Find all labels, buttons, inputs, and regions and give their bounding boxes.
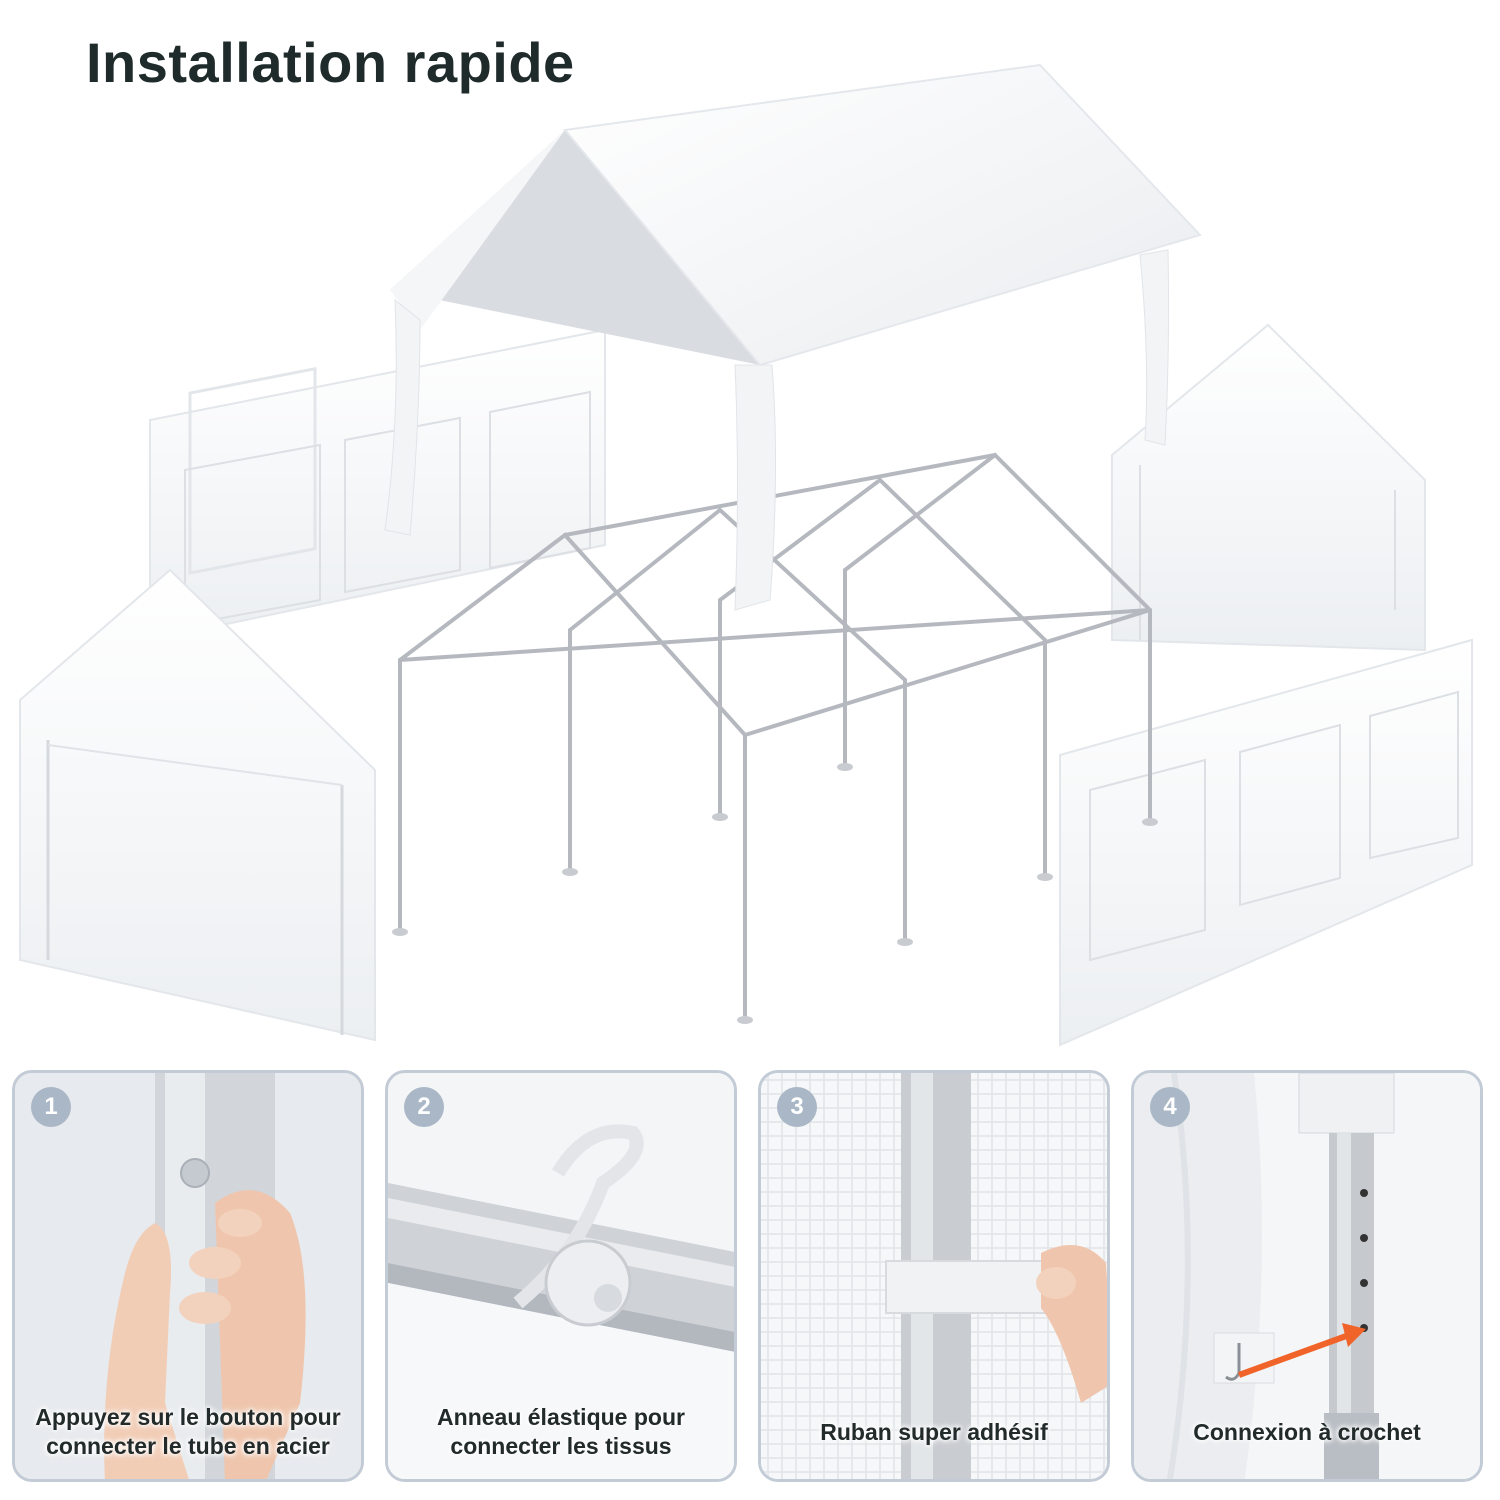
step-panel-2: 2 Anneau élastique pour connecter les ti… xyxy=(385,1070,737,1482)
page-title: Installation rapide xyxy=(86,31,575,94)
step-panel-1: 1 Appuyez sur le bouton pour connecter l… xyxy=(12,1070,364,1482)
step-panel-3: 3 Ruban super adhésif xyxy=(758,1070,1110,1482)
window-grid-right xyxy=(1089,690,1459,962)
step-number-badge: 3 xyxy=(777,1087,817,1127)
hook-connection-icon xyxy=(1134,1073,1480,1479)
side-wall-back-left xyxy=(149,328,606,642)
hand-press-button-icon xyxy=(15,1073,361,1479)
steel-frame xyxy=(398,452,1152,1020)
step-number-badge: 2 xyxy=(404,1087,444,1127)
side-wall-front-right xyxy=(1059,638,1473,1047)
step-caption: Appuyez sur le bouton pour connecter le … xyxy=(35,1404,341,1459)
roof-canopy xyxy=(384,63,1202,611)
frame-feet xyxy=(392,763,1158,1024)
arrow-indicator xyxy=(1237,1332,1351,1378)
step-caption: Connexion à crochet xyxy=(1193,1419,1421,1445)
elastic-ring-icon xyxy=(388,1073,734,1479)
gable-wall-back-right xyxy=(1111,323,1426,652)
step-number-badge: 4 xyxy=(1150,1087,1190,1127)
step-panel-4: 4 Connexion à crochet xyxy=(1131,1070,1483,1482)
step-caption: Ruban super adhésif xyxy=(820,1419,1048,1445)
window-grid-left xyxy=(184,390,591,627)
step-caption: Anneau élastique pour connecter les tiss… xyxy=(437,1404,685,1459)
gable-wall-front-left xyxy=(19,568,376,1042)
adhesive-tape-icon xyxy=(761,1073,1107,1479)
step-number-badge: 1 xyxy=(31,1087,71,1127)
tent-exploded-illustration xyxy=(19,63,1473,1047)
